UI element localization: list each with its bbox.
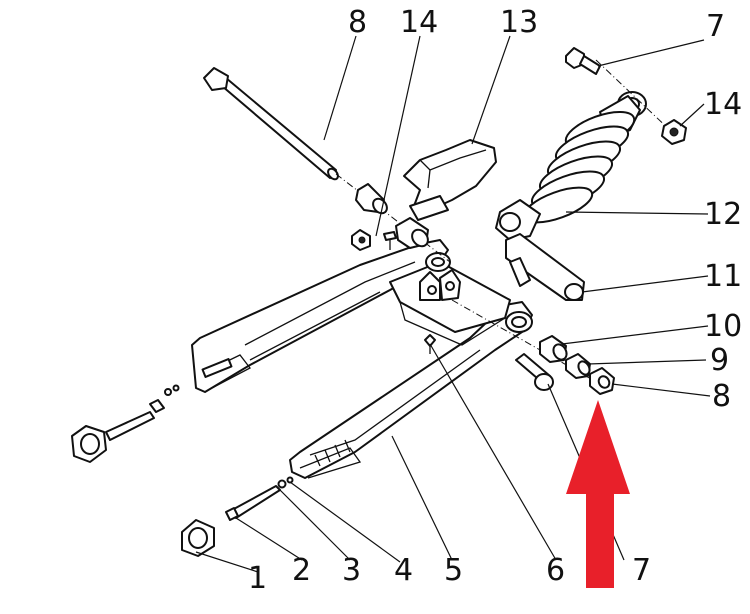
swingarm-axle bbox=[203, 67, 339, 181]
up-arrow-icon bbox=[566, 400, 630, 588]
callout-2: 2 bbox=[292, 553, 311, 588]
callout-4: 4 bbox=[394, 553, 413, 588]
nut-8 bbox=[589, 367, 615, 395]
pivot-nut-left bbox=[351, 229, 371, 251]
shock-linkage bbox=[505, 233, 585, 301]
callout-1: 1 bbox=[248, 561, 267, 596]
callout-9: 9 bbox=[710, 343, 729, 378]
callout-7-lower: 7 bbox=[632, 553, 651, 588]
callout-3: 3 bbox=[342, 553, 361, 588]
shock-bolt bbox=[565, 47, 601, 75]
callout-6: 6 bbox=[546, 553, 565, 588]
washer-9 bbox=[565, 353, 591, 379]
callout-14-top: 14 bbox=[400, 5, 438, 40]
callout-7-top: 7 bbox=[706, 9, 725, 44]
callout-labels: 1 2 3 4 5 6 7 8 9 10 11 12 14 7 8 14 13 bbox=[248, 5, 742, 596]
chain-adjuster-upper bbox=[71, 384, 180, 463]
callout-8-top: 8 bbox=[348, 5, 367, 40]
pivot-spacer bbox=[395, 217, 429, 249]
shock-absorber bbox=[495, 91, 647, 241]
swingarm bbox=[191, 239, 533, 479]
callout-13: 13 bbox=[500, 5, 538, 40]
bushing-10 bbox=[539, 335, 568, 363]
callout-8-right: 8 bbox=[712, 379, 731, 414]
chain-adjuster-lower bbox=[181, 476, 294, 557]
callout-10: 10 bbox=[704, 309, 742, 344]
callout-12: 12 bbox=[704, 197, 742, 232]
pivot-screw bbox=[383, 231, 397, 250]
chain-guide bbox=[403, 139, 497, 221]
pivot-bushing bbox=[355, 183, 388, 215]
callout-5: 5 bbox=[444, 553, 463, 588]
callout-14-right: 14 bbox=[704, 87, 742, 122]
callout-11: 11 bbox=[704, 259, 742, 294]
